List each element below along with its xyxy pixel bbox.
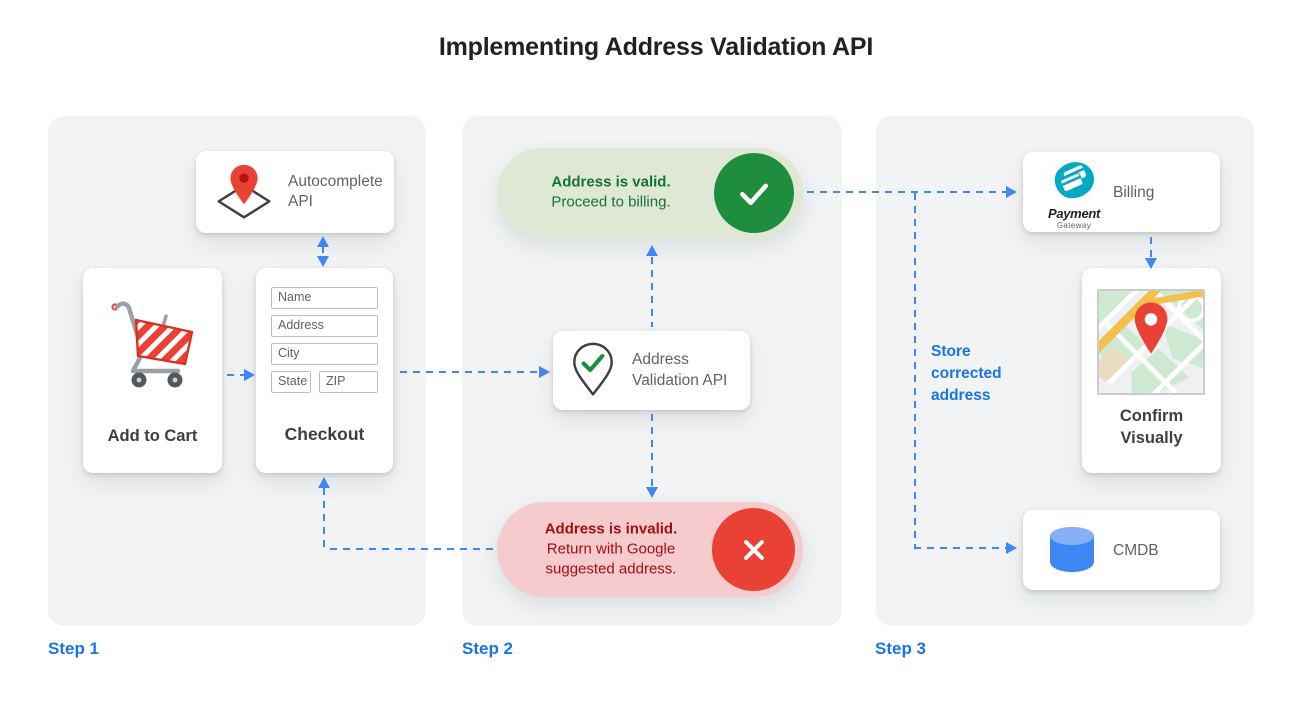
confirm-visually-label: Confirm Visually xyxy=(1119,407,1184,447)
arrow-autocomplete-checkout-line xyxy=(322,246,324,257)
autocomplete-api-label: Autocomplete API xyxy=(288,172,383,210)
address-validation-api-node: Address Validation API xyxy=(553,331,750,410)
page-title: Implementing Address Validation API xyxy=(438,33,874,61)
arrow-cart-to-checkout-line xyxy=(227,374,244,376)
payment-gateway-logo: Payment Gateway xyxy=(1041,160,1107,230)
payment-logo-title: Payment xyxy=(1047,206,1101,221)
city-field: City xyxy=(271,343,378,365)
autocomplete-api-node: Autocomplete API xyxy=(196,151,394,233)
x-circle-icon xyxy=(712,508,795,591)
address-validation-api-label: Address Validation API xyxy=(632,351,728,389)
check-circle-icon xyxy=(714,153,794,233)
shopping-cart-icon xyxy=(111,301,194,388)
zip-field: ZIP xyxy=(319,371,378,393)
arrow-cart-to-checkout-head xyxy=(244,369,255,381)
address-valid-pill: Address is valid. Proceed to billing. xyxy=(497,148,803,238)
address-field: Address xyxy=(271,315,378,337)
cmdb-node: CMDB xyxy=(1023,510,1220,590)
arrow-validation-to-valid-line xyxy=(651,257,653,327)
confirm-visually-node: Confirm Visually xyxy=(1082,268,1221,473)
arrow-billing-to-confirm-head xyxy=(1145,258,1157,269)
address-invalid-title: Address is invalid. xyxy=(544,519,678,537)
arrow-invalid-to-checkout-head xyxy=(318,477,330,488)
add-to-cart-label: Add to Cart xyxy=(107,426,198,445)
database-cylinder-icon xyxy=(1050,527,1094,572)
step2-label: Step 2 xyxy=(462,639,514,658)
pin-check-icon xyxy=(573,342,613,396)
name-field: Name xyxy=(271,287,378,309)
cmdb-label: CMDB xyxy=(1113,542,1159,559)
map-pin-diamond-icon xyxy=(217,164,271,219)
store-corrected-address-note: Store corrected address xyxy=(931,343,1002,404)
payment-logo-subtitle: Gateway xyxy=(1056,220,1092,230)
arrow-autocomplete-checkout-down-head xyxy=(317,256,329,267)
arrow-invalid-to-checkout-hline xyxy=(330,548,494,550)
arrow-valid-to-billing-head xyxy=(1006,186,1017,198)
state-field: State xyxy=(271,371,311,393)
arrow-valid-to-billing-line xyxy=(807,191,1006,193)
arrow-to-cmdb-line xyxy=(914,547,1006,549)
payment-gateway-icon xyxy=(1054,162,1095,199)
checkout-node: Name Address City State ZIP Checkout xyxy=(256,268,393,473)
add-to-cart-node: Add to Cart xyxy=(83,268,222,473)
arrow-autocomplete-checkout-up-head xyxy=(317,236,329,247)
address-valid-subtitle: Proceed to billing. xyxy=(551,194,671,211)
address-invalid-pill: Address is invalid. Return with Google s… xyxy=(497,502,803,597)
address-invalid-text: Address is invalid. Return with Google s… xyxy=(523,519,699,580)
arrow-validation-to-valid-head xyxy=(646,245,658,256)
arrow-validation-to-invalid-line xyxy=(651,414,653,487)
arrow-to-cmdb-head xyxy=(1006,542,1017,554)
arrow-store-address-vline xyxy=(914,193,916,548)
step3-label: Step 3 xyxy=(875,639,927,658)
address-valid-title: Address is valid. xyxy=(551,173,671,191)
arrow-invalid-to-checkout-vline xyxy=(323,488,325,550)
arrow-validation-to-invalid-head xyxy=(646,487,658,498)
billing-label: Billing xyxy=(1113,184,1155,201)
arrow-checkout-to-validation-line xyxy=(400,371,539,373)
arrow-checkout-to-validation-head xyxy=(539,366,550,378)
checkout-label: Checkout xyxy=(284,424,365,444)
map-thumbnail xyxy=(1097,289,1205,395)
address-valid-text: Address is valid. Proceed to billing. xyxy=(523,173,699,214)
billing-node: Payment Gateway Billing xyxy=(1023,152,1220,232)
step1-label: Step 1 xyxy=(48,639,100,658)
address-invalid-subtitle: Return with Google suggested address. xyxy=(545,540,677,578)
arrow-billing-to-confirm-line xyxy=(1150,237,1152,258)
